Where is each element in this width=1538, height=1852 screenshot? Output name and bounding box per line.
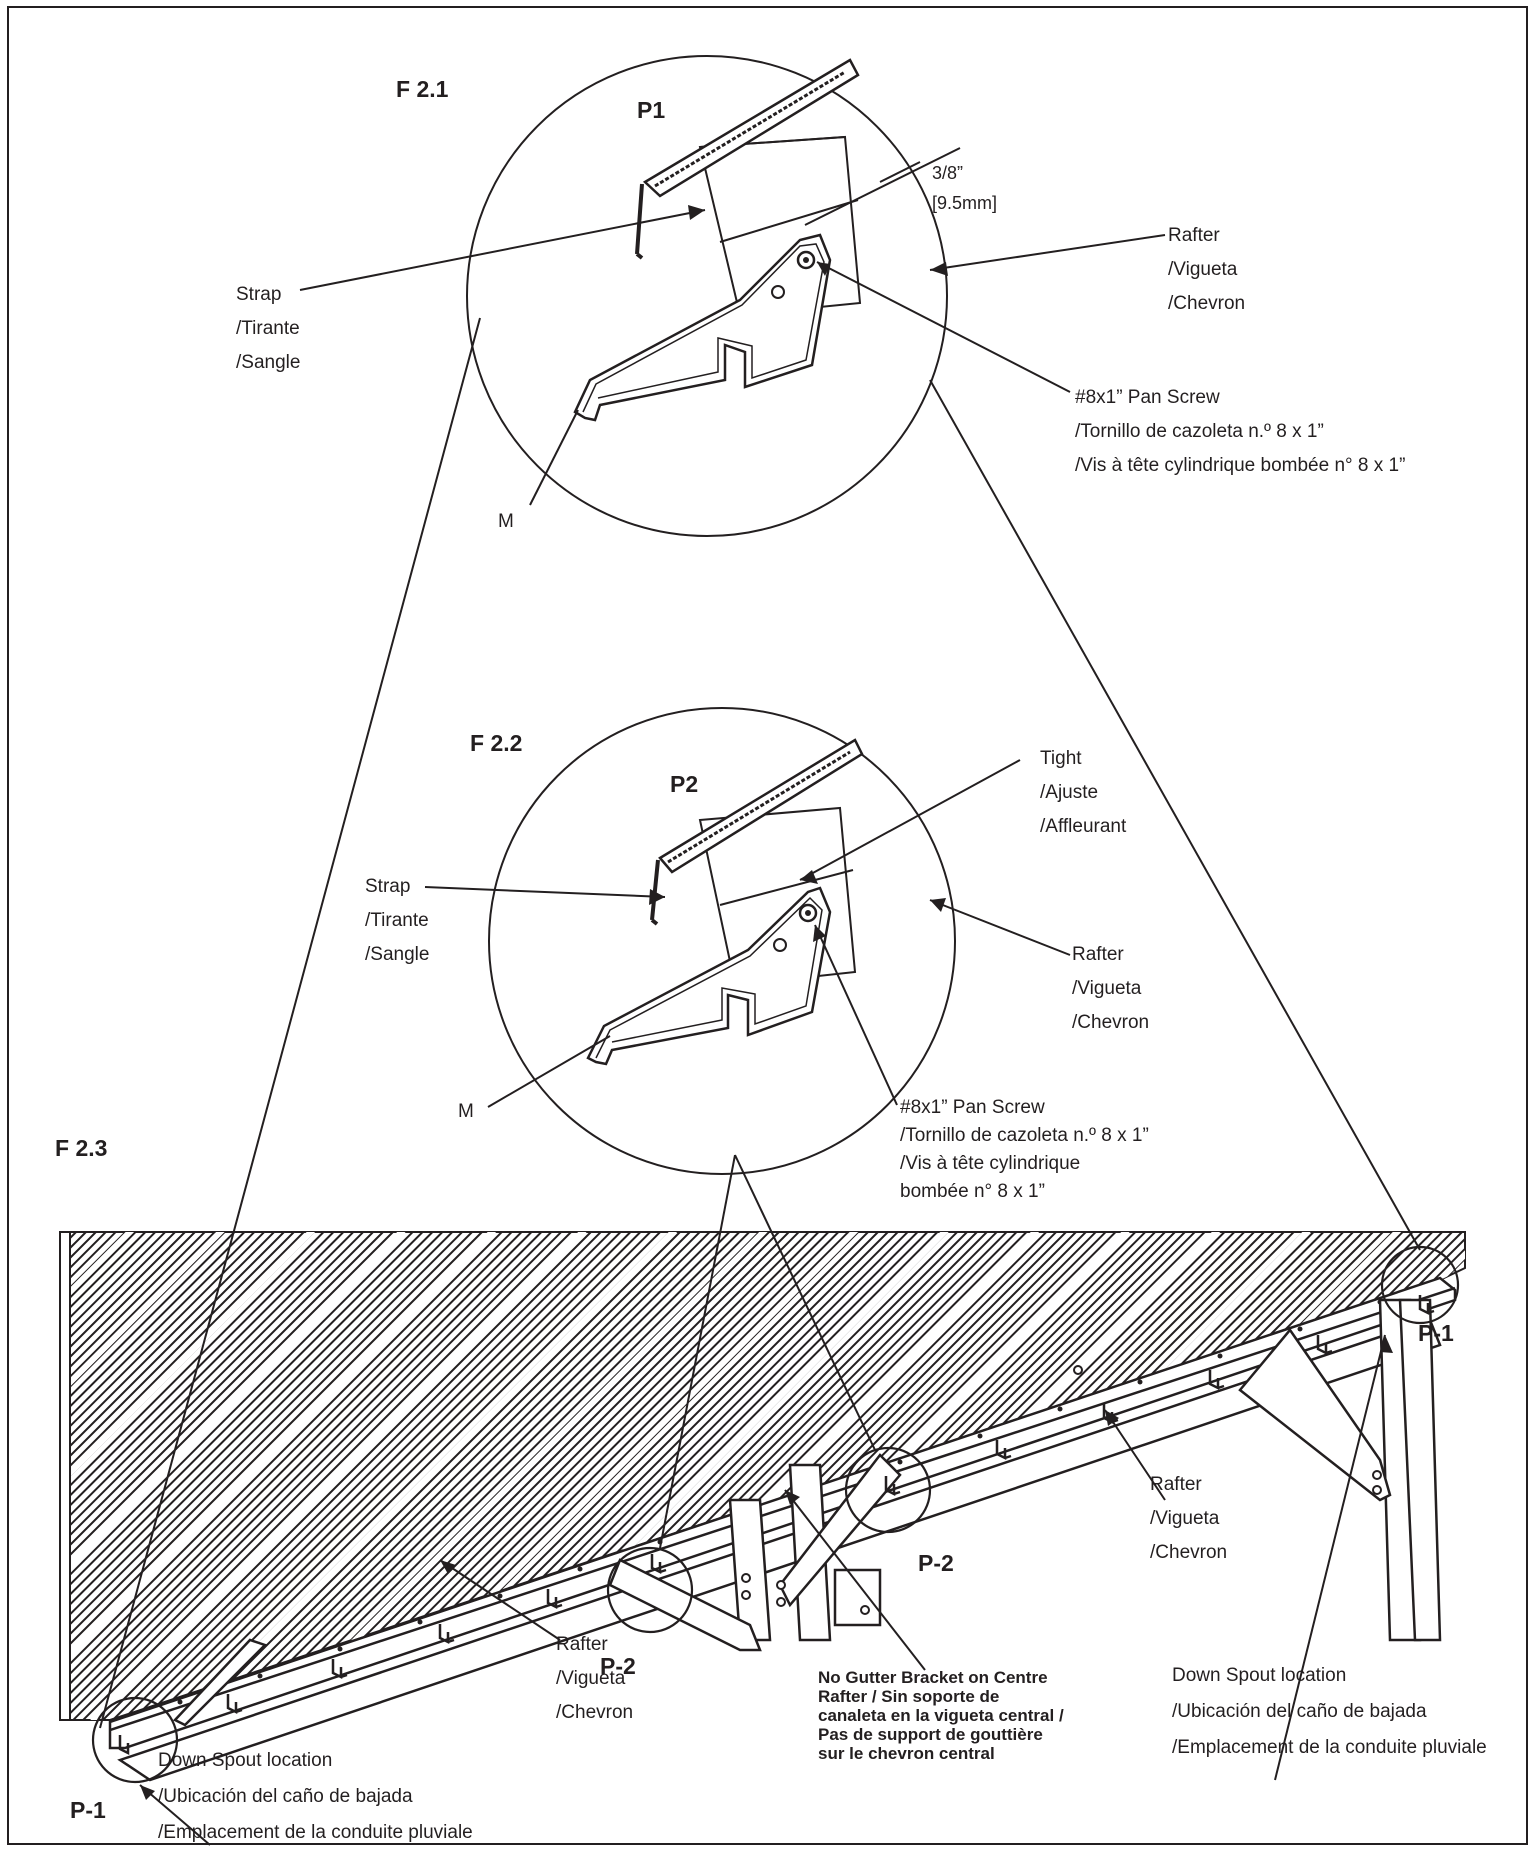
rafter-label-f22: Rafter /Vigueta /Chevron: [1072, 944, 1150, 1033]
m-label-f21: M: [498, 511, 514, 532]
downspout-label-left: Down Spout location /Ubicación del caño …: [158, 1750, 473, 1843]
m-label-f22: M: [458, 1101, 474, 1122]
rafter-label-center: Rafter /Vigueta /Chevron: [556, 1634, 634, 1723]
point-label-p1-detail: P1: [637, 97, 666, 123]
figure-label-f22: F 2.2: [470, 730, 523, 756]
downspout-label-right: Down Spout location /Ubicación del caño …: [1172, 1665, 1487, 1758]
dimension-label: 3/8” [9.5mm]: [932, 163, 998, 213]
page-border: [7, 6, 1528, 1845]
post-bolts: [741, 1365, 1382, 1615]
roof-panel: [59, 1231, 1466, 1721]
figure-label-f21: F 2.1: [396, 76, 449, 102]
point-label-p1-right: P-1: [1418, 1320, 1454, 1346]
screw-label-f21: #8x1” Pan Screw /Tornillo de cazoleta n.…: [1075, 387, 1406, 476]
point-label-p2-right: P-2: [918, 1550, 954, 1576]
screw-label-f22: #8x1” Pan Screw /Tornillo de cazoleta n.…: [900, 1097, 1149, 1202]
detail-circle-f21: [466, 55, 948, 537]
detail-circle-f22: [488, 707, 956, 1175]
callout-circles: [91, 1245, 1460, 1784]
point-label-p2-left: P-2: [600, 1653, 636, 1679]
point-label-p2-detail: P2: [670, 771, 699, 797]
support-beam: [117, 1298, 1442, 1782]
figure-label-f23: F 2.3: [55, 1135, 108, 1161]
leader-lines: [139, 147, 1386, 1846]
strap-label-f21: Strap /Tirante /Sangle: [236, 284, 301, 373]
no-gutter-bracket-note: No Gutter Bracket on Centre Rafter / Sin…: [818, 1668, 1064, 1763]
rafter-label-f21: Rafter /Vigueta /Chevron: [1168, 225, 1246, 314]
rafter-label-right: Rafter /Vigueta /Chevron: [1150, 1474, 1228, 1563]
strap-label-f22: Strap /Tirante /Sangle: [365, 876, 430, 965]
projection-lines: [99, 317, 1421, 1729]
tight-label-f22: Tight /Ajuste /Affleurant: [1040, 748, 1127, 837]
point-label-p1-left: P-1: [70, 1797, 106, 1823]
arrowheads: [140, 205, 1393, 1800]
